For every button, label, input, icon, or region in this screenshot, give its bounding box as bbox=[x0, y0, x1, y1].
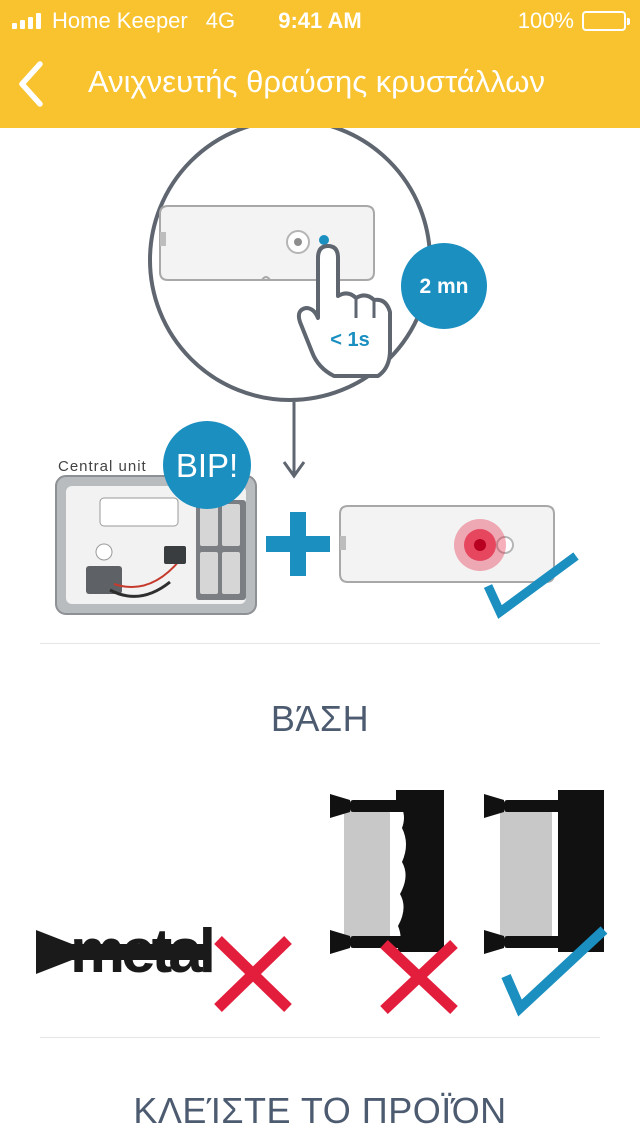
screw-metal-icon bbox=[36, 930, 210, 974]
signal-strength-icon bbox=[12, 13, 44, 29]
check-icon bbox=[483, 552, 579, 619]
app-header: Home Keeper 4G 9:41 AM 100% Ανιχνευτής θ… bbox=[0, 0, 640, 128]
wrong-icon bbox=[214, 936, 292, 1012]
detector-zoomed bbox=[159, 205, 375, 281]
arrow-down-icon bbox=[282, 402, 306, 479]
pairing-button-dot bbox=[319, 235, 329, 245]
pairing-illustration: < 1s 2 mn Central unit BIP! bbox=[55, 128, 579, 619]
battery-percent: 100% bbox=[517, 8, 574, 33]
detector-led-on bbox=[339, 505, 555, 583]
uneven-wall-mount bbox=[330, 790, 444, 954]
timer-badge bbox=[401, 243, 487, 329]
mounting-illustration: metal bbox=[36, 790, 608, 1017]
check-icon bbox=[501, 926, 608, 1017]
beep-badge-label: BIP! bbox=[176, 447, 238, 484]
base-section-title: ΒΆΣΗ bbox=[270, 698, 370, 739]
navigation-bar: Ανιχνευτής θραύσης κρυστάλλων bbox=[0, 40, 640, 128]
flat-wall-mount bbox=[484, 790, 604, 954]
central-unit-label: Central unit bbox=[58, 458, 147, 475]
central-unit-image bbox=[55, 475, 257, 615]
wrong-icon bbox=[380, 939, 458, 1015]
status-time: 9:41 AM bbox=[278, 8, 362, 33]
close-section-title: ΚΛΕΊΣΤΕ ΤΟ ΠΡΟΪΌΝ bbox=[133, 1090, 507, 1131]
timer-badge-label: 2 mn bbox=[419, 275, 468, 298]
press-duration-label: < 1s bbox=[330, 329, 369, 351]
back-button[interactable] bbox=[10, 58, 54, 110]
status-bar: Home Keeper 4G 9:41 AM 100% bbox=[0, 0, 640, 40]
divider bbox=[40, 1037, 600, 1038]
divider bbox=[40, 643, 600, 644]
page-title: Ανιχνευτής θραύσης κρυστάλλων bbox=[88, 64, 545, 99]
beep-badge bbox=[163, 421, 251, 509]
pointing-hand-icon bbox=[296, 244, 392, 378]
chevron-left-icon bbox=[19, 61, 43, 107]
battery-icon bbox=[582, 11, 630, 31]
network-type: 4G bbox=[205, 8, 236, 33]
metal-label: metal bbox=[70, 917, 212, 986]
plus-icon bbox=[266, 512, 330, 576]
carrier-name: Home Keeper bbox=[52, 8, 188, 33]
